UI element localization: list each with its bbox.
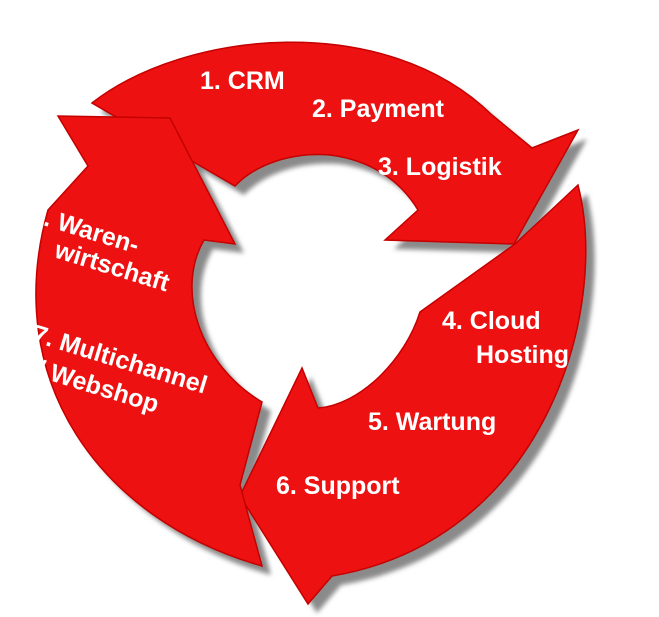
- label-wartung: 5. Wartung: [368, 408, 497, 436]
- label-support: 6. Support: [276, 472, 400, 500]
- segment-right-arrow: [239, 183, 587, 606]
- label-payment: 2. Payment: [312, 95, 445, 123]
- label-cloud: 4. Cloud: [442, 307, 541, 335]
- label-logistik: 3. Logistik: [378, 153, 502, 181]
- label-hosting: Hosting: [476, 341, 570, 369]
- label-crm: 1. CRM: [200, 67, 285, 95]
- segment-top-arrow: [90, 41, 580, 245]
- segment-left-arrow: [35, 115, 264, 568]
